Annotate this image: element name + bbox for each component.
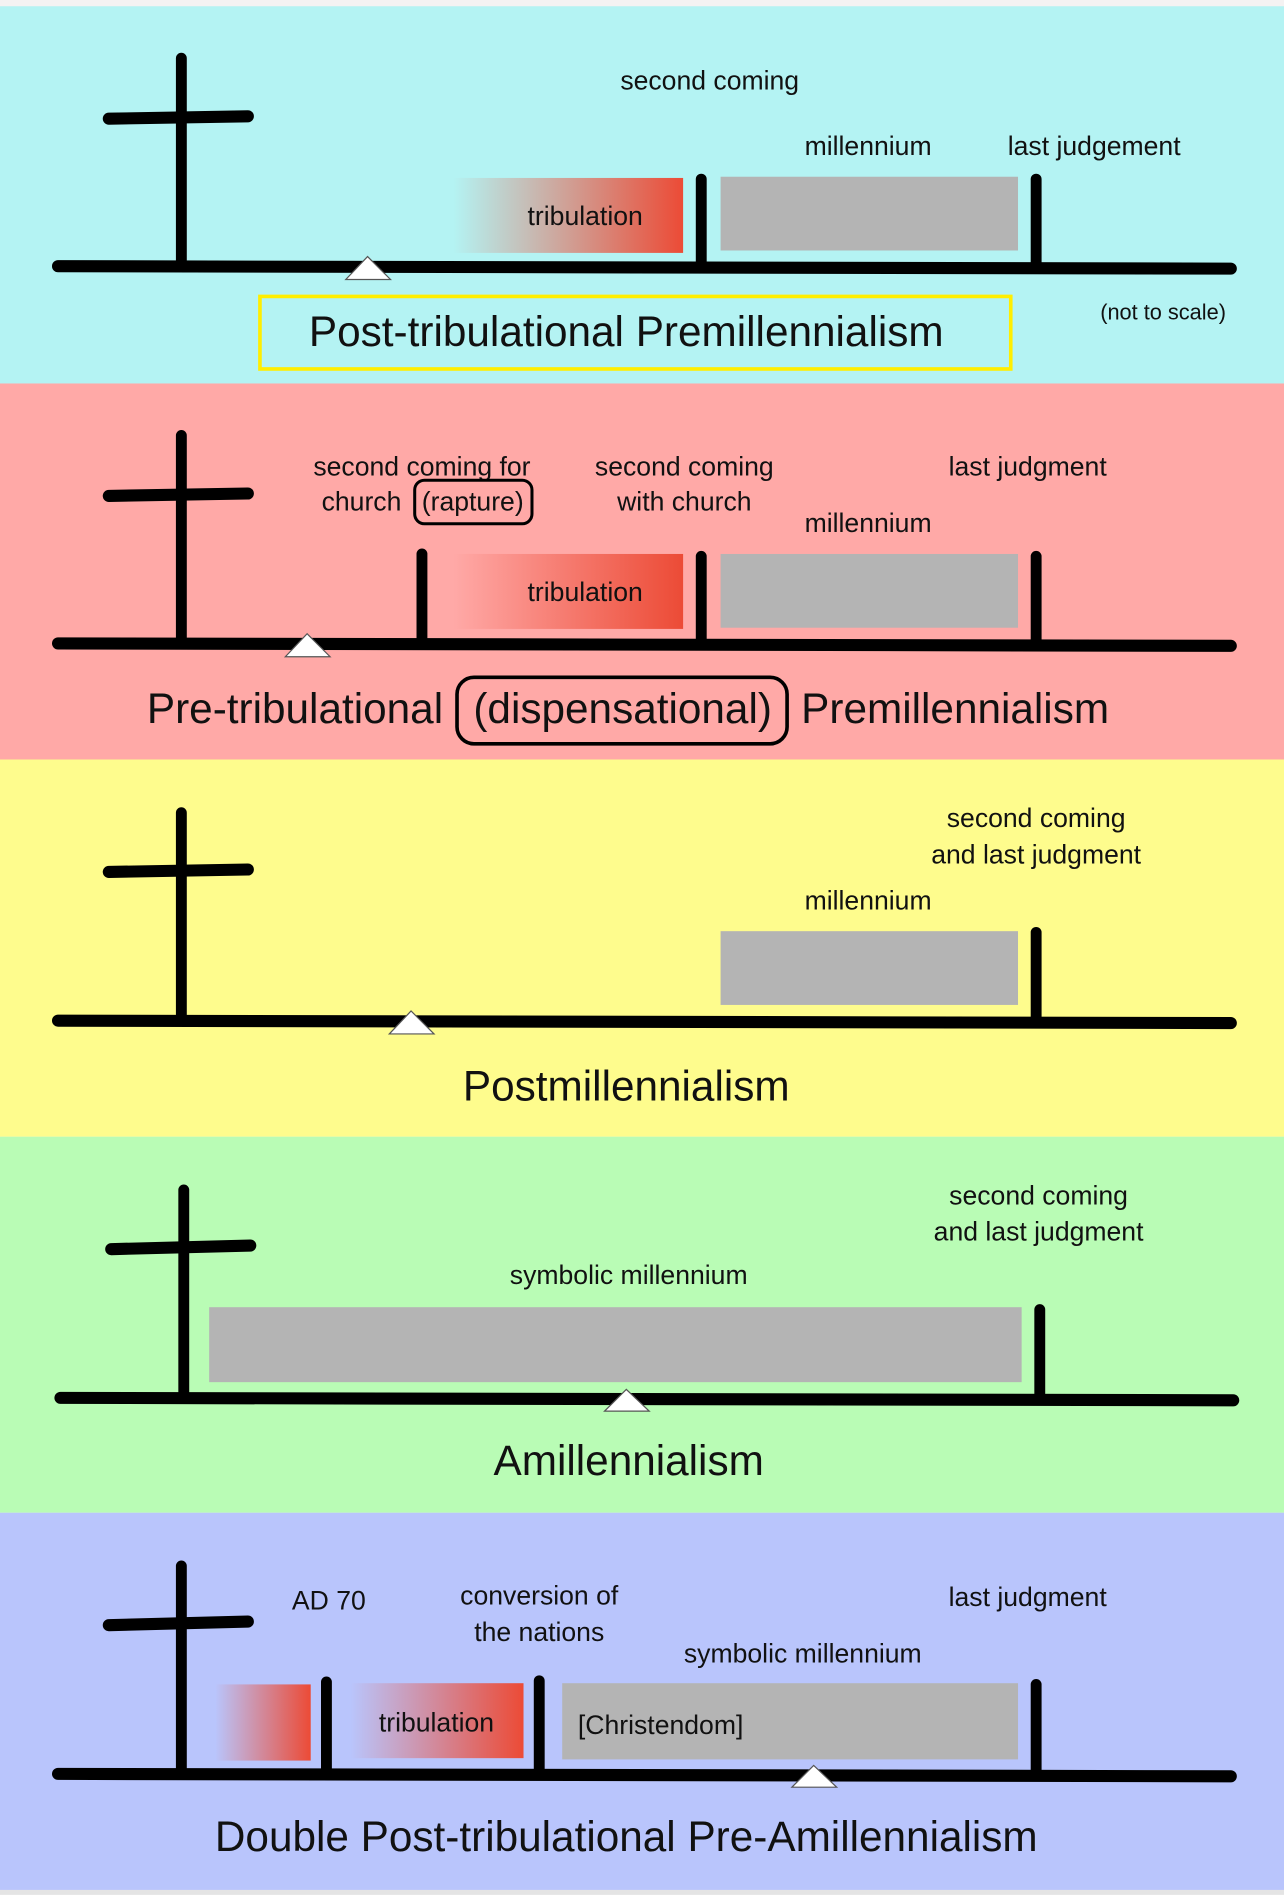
panel-title: Post-tribulational Premillennialism (309, 308, 944, 355)
cross-bar (102, 487, 254, 502)
label-second-coming: second coming (949, 1180, 1128, 1210)
label-second-coming: second coming (620, 66, 799, 96)
label-christendom: [Christendom] (578, 1710, 743, 1740)
label-conversion-line1: conversion of (460, 1581, 619, 1611)
panel-double-post-tribulational-pre-amillennialism: AD 70 conversion of the nations symbolic… (0, 1512, 1284, 1895)
label-rapture: (rapture) (422, 486, 524, 516)
bottom-strip (0, 1889, 1284, 1895)
cross-bar (102, 1615, 254, 1632)
label-last-judgment: and last judgment (931, 839, 1141, 869)
present-marker-icon (790, 1764, 839, 1788)
first-tribulation-bar (215, 1684, 311, 1761)
label-tribulation: tribulation (528, 577, 643, 607)
panel-pre-tribulational-premillennialism: second coming for church (rapture) secon… (0, 383, 1284, 760)
panel-title-part1: Pre-tribulational (147, 685, 443, 732)
panel-title-part3: Premillennialism (801, 685, 1109, 732)
panel-post-tribulational-premillennialism: second coming millennium last judgement … (0, 6, 1284, 384)
label-last-judgment: last judgment (949, 1582, 1108, 1612)
symbolic-millennium-bar (562, 1683, 1019, 1760)
top-strip (0, 0, 1284, 7)
label-tribulation: tribulation (528, 201, 643, 231)
tribulation-bar (453, 177, 684, 253)
label-ad70: AD 70 (292, 1585, 366, 1615)
label-tribulation: tribulation (379, 1708, 494, 1738)
label-rapture-line2: church (322, 486, 402, 516)
timeline (51, 637, 1237, 652)
panel-background (0, 759, 1284, 1137)
timeline (54, 1391, 1240, 1407)
cross-bar (105, 1239, 257, 1256)
present-marker-icon (283, 632, 332, 658)
label-symbolic-millennium: symbolic millennium (510, 1260, 748, 1290)
dispensational-highlight-box (455, 675, 789, 746)
timeline (51, 1014, 1237, 1030)
title-highlight-box (258, 294, 1013, 371)
present-marker-icon (387, 1010, 436, 1035)
label-rapture-line1: second coming for (313, 451, 530, 481)
panel-postmillennialism: second coming and last judgment millenni… (0, 759, 1284, 1137)
millennium-bar (720, 553, 1019, 628)
symbolic-millennium-bar (209, 1307, 1022, 1383)
rapture-highlight-box (413, 478, 534, 526)
timeline (51, 1767, 1237, 1783)
millennium-bar (720, 176, 1019, 251)
cross-bar (102, 110, 254, 125)
present-marker-icon (603, 1388, 651, 1412)
panel-title: Double Post-tribulational Pre-Amillennia… (215, 1813, 1038, 1860)
panel-amillennialism: second coming and last judgment symbolic… (0, 1136, 1284, 1513)
label-millennium: millennium (805, 131, 932, 161)
panel-title-part2: (dispensational) (473, 685, 772, 732)
tribulation-bar (453, 553, 684, 629)
label-last-judgment: and last judgment (934, 1217, 1144, 1247)
label-last-judgement: last judgement (1008, 131, 1181, 161)
present-marker-icon (344, 255, 392, 281)
label-millennium: millennium (805, 508, 932, 538)
millennium-bar (720, 931, 1019, 1005)
label-second-coming: second coming (947, 803, 1126, 833)
panel-title: Postmillennialism (463, 1062, 790, 1109)
label-millennium: millennium (805, 885, 932, 915)
panel-title: Amillennialism (494, 1437, 764, 1484)
not-to-scale-note: (not to scale) (1100, 299, 1226, 324)
label-last-judgment: last judgment (949, 451, 1108, 481)
label-conversion-line2: the nations (474, 1617, 604, 1647)
label-second-coming-line2: with church (616, 486, 751, 516)
timeline (51, 260, 1237, 275)
tribulation-bar (350, 1683, 524, 1759)
label-second-coming-line1: second coming (595, 451, 774, 481)
cross-bar (102, 863, 254, 878)
label-symbolic-millennium: symbolic millennium (684, 1639, 922, 1669)
